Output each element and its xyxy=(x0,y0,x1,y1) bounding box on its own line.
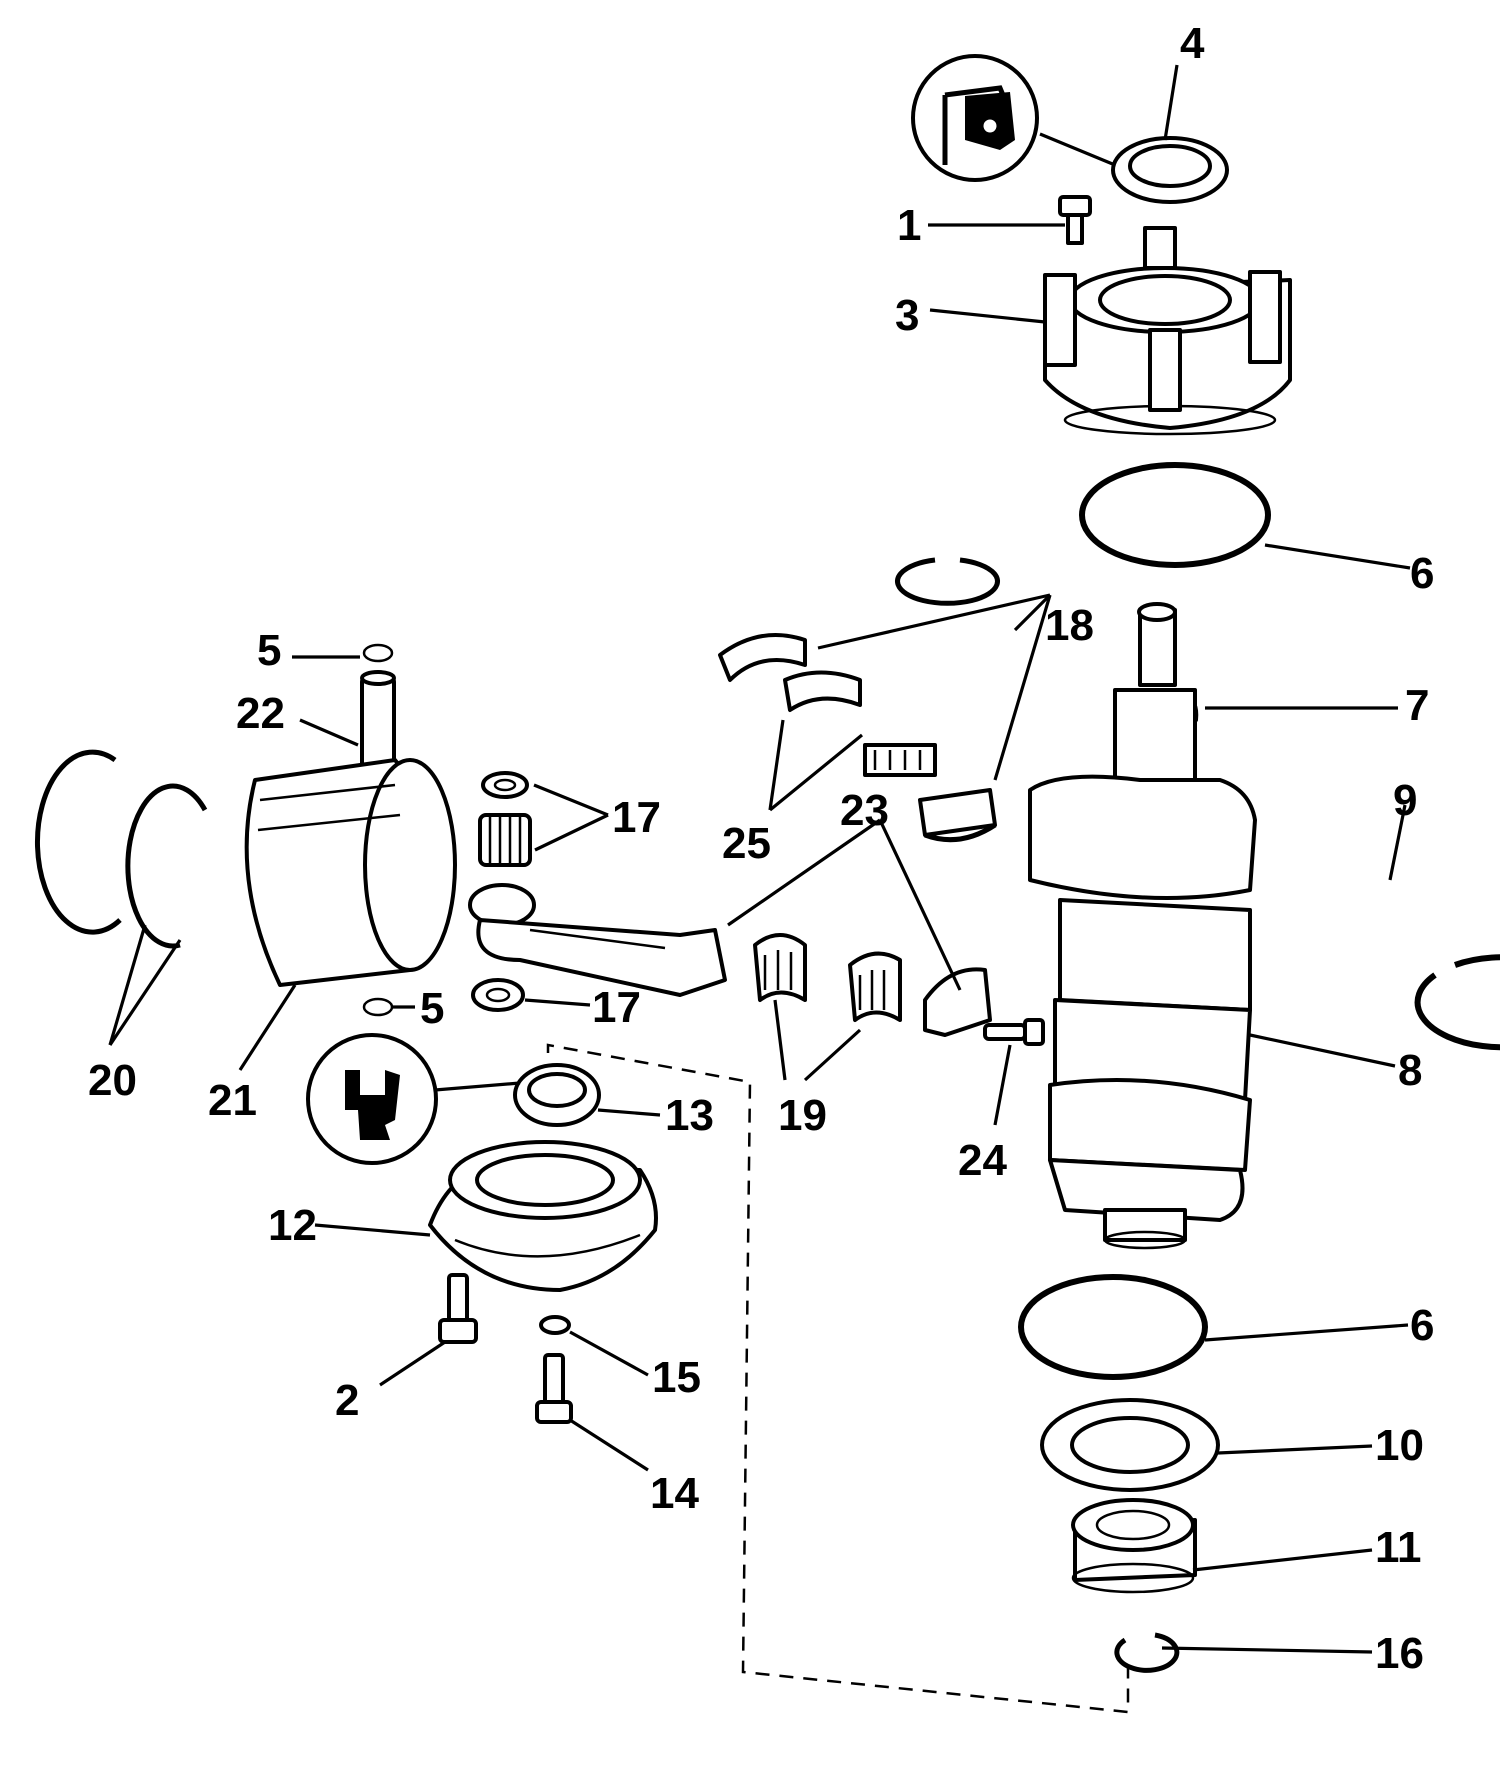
callout-16: 16 xyxy=(1375,1629,1424,1678)
assembly-dashed-outline xyxy=(546,1043,1130,1714)
callout-21: 21 xyxy=(208,1076,257,1125)
callout-2: 2 xyxy=(335,1376,359,1425)
callout-17-bottom: 17 xyxy=(592,983,641,1032)
callout-6-bottom: 6 xyxy=(1410,1301,1434,1350)
lower-ball-bearing xyxy=(1071,1498,1197,1594)
bearing-cage-half-lower xyxy=(918,788,997,843)
needle-bearing-half-a xyxy=(783,670,862,712)
crankpin-bearing-cage-b xyxy=(848,951,902,1022)
upper-o-ring xyxy=(1079,462,1271,568)
bearing-cage-half-upper xyxy=(718,633,807,682)
lower-bearing-housing xyxy=(428,1140,658,1292)
lower-bearing-retainer-plate xyxy=(1040,1398,1220,1492)
callout-24: 24 xyxy=(958,1136,1007,1185)
callout-6-top: 6 xyxy=(1410,549,1434,598)
callout-17-top: 17 xyxy=(612,793,661,842)
callout-8: 8 xyxy=(1398,1046,1422,1095)
crankpin-bearing-cage-a xyxy=(753,933,807,1002)
piston-pin-clip-bottom xyxy=(362,997,394,1017)
callout-10: 10 xyxy=(1375,1421,1424,1470)
connecting-rod-washer-top xyxy=(481,771,529,799)
piston-pin-clip-top xyxy=(362,643,394,663)
callout-25: 25 xyxy=(722,819,771,868)
upper-bearing-housing xyxy=(1043,226,1292,436)
retaining-ring-small xyxy=(895,557,1000,606)
leader-lines xyxy=(108,64,1411,1654)
connecting-rod-cap xyxy=(923,967,992,1037)
callout-14: 14 xyxy=(650,1469,699,1518)
callout-7: 7 xyxy=(1405,681,1429,730)
piston-rings xyxy=(34,749,208,949)
crankshaft xyxy=(1028,602,1257,1250)
callout-3: 3 xyxy=(895,291,919,340)
callout-4: 4 xyxy=(1180,19,1205,68)
crankshaft-retaining-ring xyxy=(1414,954,1500,1051)
callout-5-top: 5 xyxy=(257,626,281,675)
upper-bearing-screw xyxy=(1058,195,1092,245)
connecting-rod xyxy=(468,883,727,997)
seal-detail-inset-top xyxy=(911,54,1039,182)
callout-numbers: 1 2 3 4 5 5 6 6 7 8 9 10 11 12 13 14 15 … xyxy=(88,19,1434,1678)
bearing-snap-ring xyxy=(1114,1632,1180,1673)
connecting-rod-needle-bearing xyxy=(478,813,532,867)
callout-1: 1 xyxy=(897,201,921,250)
needle-bearing-half-b xyxy=(863,743,937,777)
seal-detail-inset-bottom xyxy=(306,1033,438,1165)
callout-12: 12 xyxy=(268,1201,317,1250)
callout-13: 13 xyxy=(665,1091,714,1140)
callout-23: 23 xyxy=(840,786,889,835)
lower-seal xyxy=(513,1063,601,1127)
callout-15: 15 xyxy=(652,1353,701,1402)
lower-housing-washer xyxy=(539,1315,571,1335)
callout-11: 11 xyxy=(1375,1523,1422,1572)
rod-cap-screw xyxy=(983,1018,1045,1046)
callout-5-bottom: 5 xyxy=(420,984,444,1033)
piston xyxy=(244,758,457,987)
lower-o-ring xyxy=(1018,1274,1208,1380)
callout-9: 9 xyxy=(1393,776,1417,825)
callout-18: 18 xyxy=(1045,601,1094,650)
lower-housing-screw-b xyxy=(535,1353,573,1424)
lower-housing-screw-a xyxy=(438,1273,478,1344)
callout-19: 19 xyxy=(778,1091,827,1140)
callout-20: 20 xyxy=(88,1056,137,1105)
connecting-rod-washer-bottom xyxy=(471,978,525,1012)
upper-seal-ring xyxy=(1111,136,1229,204)
callout-22: 22 xyxy=(236,689,285,738)
